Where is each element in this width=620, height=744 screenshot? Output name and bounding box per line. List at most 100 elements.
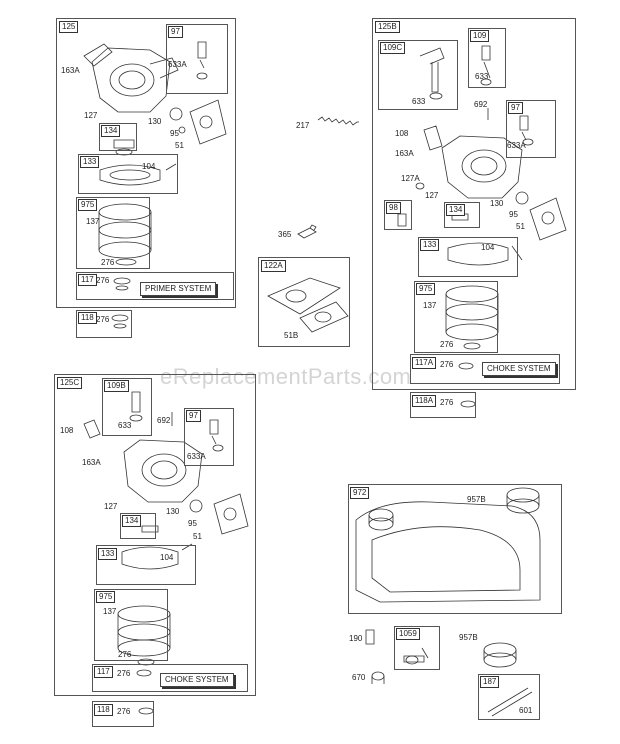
primer-system-label: PRIMER SYSTEM — [140, 282, 217, 296]
primer-109 — [481, 45, 491, 79]
group-125b-tag: 125B — [375, 21, 400, 33]
part-117-125c-tag: 117 — [94, 666, 113, 678]
part-187-box — [478, 674, 540, 720]
label-127-125c: 127 — [104, 502, 118, 511]
gasket-51-125 — [189, 99, 227, 145]
part-975-box — [76, 197, 150, 269]
label-601: 601 — [519, 706, 533, 715]
label-670: 670 — [352, 673, 366, 682]
part-133-tag: 133 — [80, 156, 100, 168]
part-134-125c-box — [120, 513, 156, 539]
part-1059-tag: 1059 — [396, 628, 420, 640]
part-117a-box — [410, 354, 560, 384]
part-97-125b-tag: 97 — [508, 102, 523, 114]
label-365: 365 — [278, 230, 292, 239]
label-51: 51 — [175, 141, 184, 150]
carburetor-125 — [83, 43, 179, 113]
part-98-box — [384, 200, 412, 230]
oring-117a — [458, 362, 474, 370]
label-692: 692 — [474, 100, 488, 109]
part-117-box — [76, 272, 234, 300]
label-137-125c: 137 — [103, 607, 117, 616]
part-117-tag: 117 — [78, 274, 97, 286]
label-127a: 127A — [401, 174, 420, 183]
part-133-125c-tag: 133 — [98, 548, 118, 560]
label-51-125c: 51 — [193, 532, 202, 541]
float-133-125c — [121, 546, 179, 570]
part-117a-tag: 117A — [412, 357, 437, 369]
label-130: 130 — [148, 117, 162, 126]
part-118a-box — [410, 392, 476, 418]
screw-95 — [178, 126, 186, 134]
part-975-125c-box — [94, 589, 168, 661]
oring-276 — [115, 258, 137, 266]
label-104: 104 — [142, 162, 156, 171]
part-109-tag: 109 — [470, 30, 490, 42]
group-125-tag: 125 — [59, 21, 79, 33]
gasket-51-125b — [529, 197, 567, 241]
label-692-125c: 692 — [157, 416, 171, 425]
bowl-nut-130 — [169, 107, 183, 121]
label-633a: 633A — [168, 60, 187, 69]
label-276-117a: 276 — [440, 360, 454, 369]
group-125c-frame — [54, 374, 256, 696]
part-134-125c-tag: 134 — [122, 515, 142, 527]
label-104-125c: 104 — [160, 553, 174, 562]
fuel-line-601 — [487, 687, 533, 717]
label-957b-972: 957B — [467, 495, 486, 504]
label-217: 217 — [296, 121, 310, 130]
label-127: 127 — [84, 111, 98, 120]
gasket-108 — [423, 125, 443, 151]
part-1059-box — [394, 626, 440, 670]
label-137: 137 — [86, 217, 100, 226]
part-109-box — [468, 28, 506, 88]
group-125b-frame — [372, 18, 576, 390]
part-975-125b-box — [414, 281, 498, 353]
part-134-125b-box — [444, 202, 480, 228]
label-163a: 163A — [61, 66, 80, 75]
label-108: 108 — [395, 129, 409, 138]
primer-97-125b — [519, 115, 529, 141]
bowl-nut-130-125c — [189, 499, 203, 513]
part-109c-box — [378, 40, 458, 110]
label-957b: 957B — [459, 633, 478, 642]
washer-633a — [196, 72, 208, 80]
part-118a-tag: 118A — [412, 395, 437, 407]
part-118-tag: 118 — [78, 312, 97, 324]
label-633a-125b: 633A — [507, 141, 526, 150]
part-109c-tag: 109C — [380, 42, 406, 54]
label-95-125b: 95 — [509, 210, 518, 219]
part-133-box — [78, 154, 178, 194]
part-134-tag: 134 — [101, 125, 121, 137]
part-109b-box — [102, 378, 152, 436]
gasket-122a — [267, 277, 341, 315]
part-118-125c-tag: 118 — [94, 704, 113, 716]
spring-127a — [415, 182, 425, 190]
part-134-125b-tag: 134 — [446, 204, 466, 216]
float-133 — [99, 164, 161, 186]
fitting-190 — [365, 629, 375, 645]
label-633a-125c: 633A — [187, 452, 206, 461]
label-633-125c: 633 — [118, 421, 132, 430]
label-127-125b: 127 — [425, 191, 439, 200]
part-187-tag: 187 — [480, 676, 500, 688]
bolt-365 — [297, 224, 317, 239]
part-122a-box — [258, 257, 350, 347]
label-51-125b: 51 — [516, 222, 525, 231]
group-125c-tag: 125C — [57, 377, 83, 389]
choke-lever-109b — [131, 391, 141, 413]
valve-1059 — [403, 647, 429, 663]
part-133-125b-box — [418, 237, 518, 277]
label-276-118-125c: 276 — [117, 707, 131, 716]
part-975-tag: 975 — [78, 199, 98, 211]
label-163a-125c: 163A — [82, 458, 101, 467]
part-118-box — [76, 310, 132, 338]
fuel-cap-957b — [483, 642, 517, 668]
label-276-118a: 276 — [440, 398, 454, 407]
primer-97-125c — [209, 419, 219, 445]
part-97-125c-box — [184, 408, 234, 466]
part-109b-tag: 109B — [104, 380, 129, 392]
label-130-125c: 130 — [166, 507, 180, 516]
part-972-box — [348, 484, 562, 614]
